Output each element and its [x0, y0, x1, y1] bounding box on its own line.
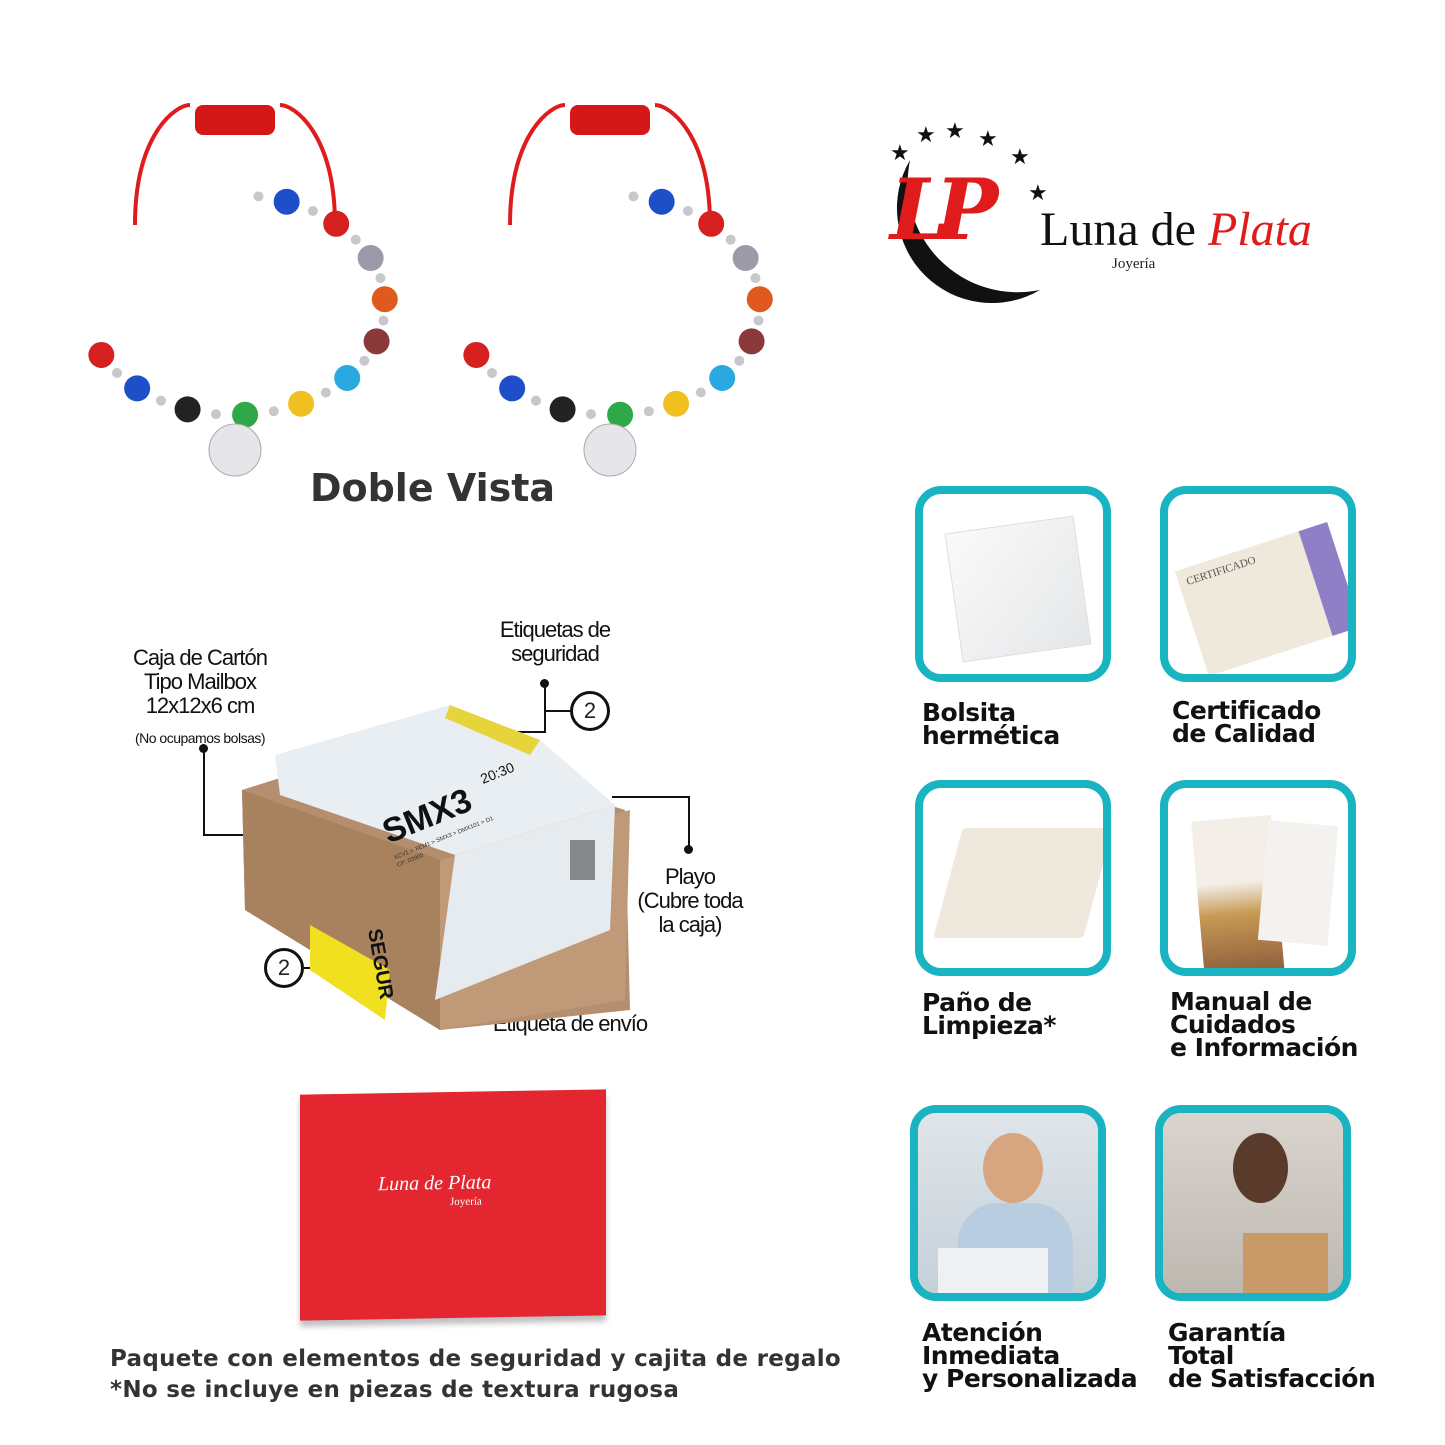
silver-bead: [487, 367, 498, 378]
qr-code-icon: [570, 840, 595, 880]
footer-line-2: *No se incluye en piezas de textura rugo…: [110, 1377, 680, 1403]
manual-tile: [1160, 780, 1356, 976]
evil-eye-bead: [334, 364, 361, 391]
bracelet-left: [88, 103, 398, 477]
moon-stars-icon: ★★★★★★: [890, 120, 1048, 304]
caption-certificate: Certificado de Calidad: [1172, 696, 1321, 748]
caption-manual: Manual de Cuidados e Información: [1170, 987, 1358, 1062]
security-count-badge-side: 2: [264, 948, 304, 988]
svg-text:★: ★: [978, 126, 998, 151]
brand-logo: ★★★★★★ LP Luna de Plata Joyería: [850, 120, 1370, 330]
silver-bead: [530, 395, 541, 406]
bracelets-image: [88, 103, 773, 477]
silver-bead: [695, 387, 706, 398]
evil-eye-bead: [463, 341, 490, 368]
logo-subtitle: Joyería: [1112, 256, 1156, 272]
bracelet-cord: [133, 103, 337, 226]
evil-eye-bead: [363, 328, 390, 355]
evil-eye-bead: [323, 210, 350, 237]
cloth-icon: [933, 828, 1103, 938]
security-count-badge: 2: [570, 691, 610, 731]
shipping-box-image: SMX3 20:30 XCV1 > XEM1 > SMX3 > DMX101 >…: [242, 705, 630, 1030]
evil-eye-bead: [88, 341, 115, 368]
satisfaction-tile: [1155, 1105, 1351, 1301]
silver-bead: [628, 191, 639, 202]
silver-bead: [307, 205, 318, 216]
evil-eye-bead: [607, 401, 634, 428]
happy-customer-icon: [1233, 1133, 1288, 1203]
gift-box-logo-sub: Joyería: [450, 1195, 482, 1209]
silver-bead: [112, 367, 123, 378]
silver-bead: [682, 205, 693, 216]
silver-bead: [320, 387, 331, 398]
silver-bead: [725, 234, 736, 245]
support-agent-icon: [983, 1133, 1043, 1203]
evil-eye-bead: [663, 390, 690, 417]
caption-support: Atención Inmediata y Personalizada: [922, 1318, 1138, 1393]
evil-eye-bead: [732, 245, 759, 272]
bracelet-knot: [195, 105, 275, 135]
evil-eye-bead: [499, 375, 526, 402]
silver-bead: [750, 273, 761, 284]
bag-icon: [944, 515, 1092, 663]
evil-eye-bead: [288, 390, 315, 417]
bracelet-cord: [508, 103, 712, 226]
silver-bead: [375, 273, 386, 284]
evil-eye-bead: [273, 188, 300, 215]
silver-bead: [378, 315, 389, 326]
silver-bead: [585, 409, 596, 420]
caption-cloth: Paño de Limpieza*: [922, 988, 1056, 1040]
evil-eye-bead: [371, 286, 398, 313]
medal-charm-icon: [583, 423, 637, 477]
evil-eye-bead: [738, 328, 765, 355]
security-label: Etiquetas de seguridad: [499, 617, 611, 666]
silver-bead: [643, 406, 654, 417]
caption-bag: Bolsita hermética: [922, 698, 1060, 750]
evil-eye-bead: [174, 396, 201, 423]
view-title: Doble Vista: [309, 466, 556, 510]
svg-text:★: ★: [1010, 144, 1030, 169]
wrap-label: Playo (Cubre toda la caja): [637, 864, 743, 937]
silver-bead: [359, 355, 370, 366]
certificate-icon: CERTIFICADO: [1174, 521, 1348, 674]
silver-bead: [734, 355, 745, 366]
logo-monogram: LP: [890, 160, 998, 259]
box-label: Caja de Cartón Tipo Mailbox 12x12x6 cm: [133, 645, 268, 718]
silver-bead: [753, 315, 764, 326]
cloth-tile: [915, 780, 1111, 976]
evil-eye-bead: [549, 396, 576, 423]
svg-text:★: ★: [890, 140, 910, 165]
evil-eye-bead: [232, 401, 259, 428]
caption-satisfaction: Garantía Total de Satisfacción: [1168, 1318, 1376, 1393]
box-note: (No ocupamos bolsas): [134, 730, 266, 746]
certificate-tile: CERTIFICADO: [1160, 486, 1356, 682]
bracelet-knot: [570, 105, 650, 135]
silver-bead: [268, 406, 279, 417]
svg-text:★: ★: [945, 120, 965, 143]
svg-text:★: ★: [916, 122, 936, 147]
gift-box-logo: Luna de Plata: [378, 1171, 492, 1196]
gift-box-image: Luna de Plata Joyería: [300, 1089, 606, 1321]
silver-bead: [210, 409, 221, 420]
bracelet-right: [463, 103, 773, 477]
silver-bead: [253, 191, 264, 202]
evil-eye-bead: [648, 188, 675, 215]
evil-eye-bead: [709, 364, 736, 391]
evil-eye-bead: [124, 375, 151, 402]
medal-charm-icon: [208, 423, 262, 477]
svg-text:★: ★: [1028, 180, 1048, 205]
evil-eye-bead: [746, 286, 773, 313]
support-tile: [910, 1105, 1106, 1301]
silver-bead: [350, 234, 361, 245]
bag-tile: [915, 486, 1111, 682]
logo-name: Luna de Plata: [1040, 203, 1312, 256]
silver-bead: [155, 395, 166, 406]
evil-eye-bead: [698, 210, 725, 237]
evil-eye-bead: [357, 245, 384, 272]
footer-line-1: Paquete con elementos de seguridad y caj…: [110, 1346, 842, 1372]
